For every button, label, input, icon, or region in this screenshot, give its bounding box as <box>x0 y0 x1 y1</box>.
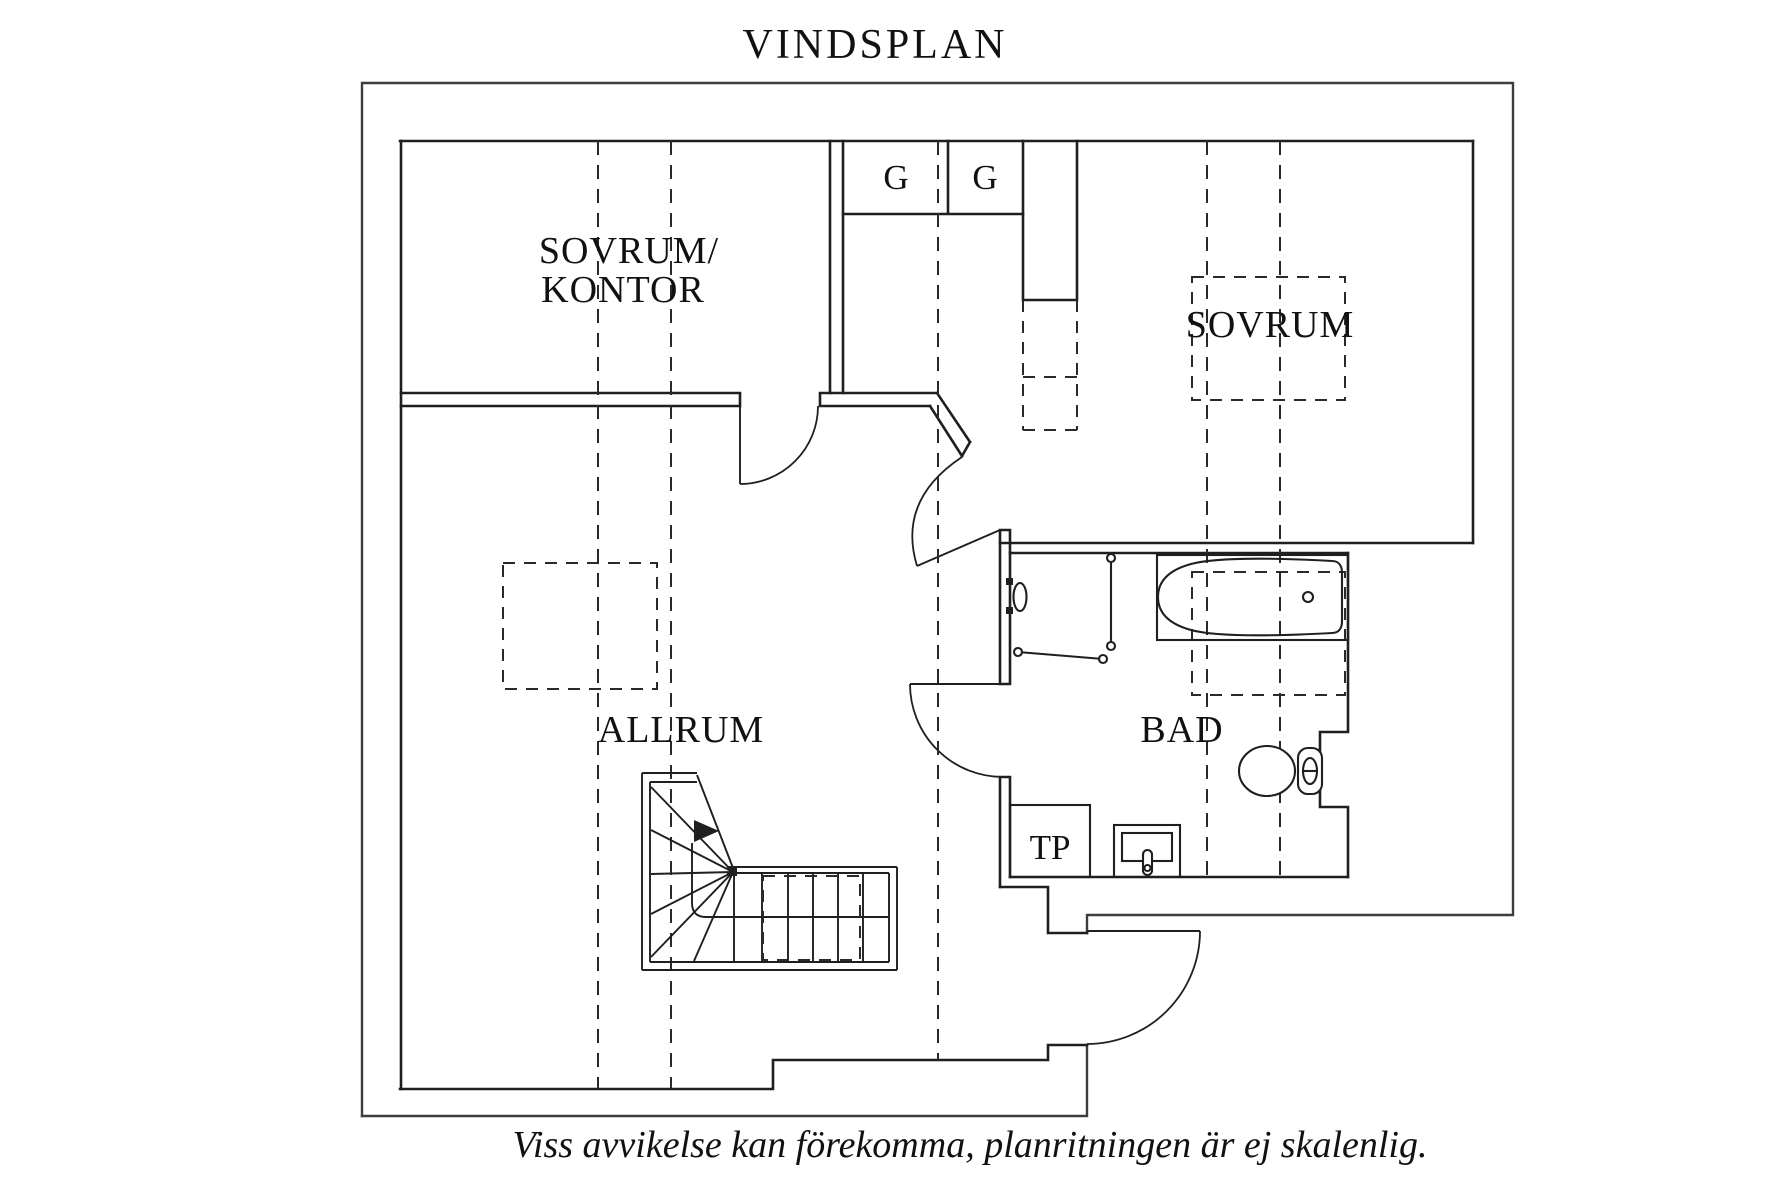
living-room-dashed-area <box>502 562 658 690</box>
wardrobe-label-right: G <box>972 158 997 197</box>
shower-head <box>1012 581 1028 613</box>
sink-icon <box>1112 823 1182 879</box>
wardrobe-label-left: G <box>883 158 908 197</box>
plan-title: VINDSPLAN <box>742 22 1007 68</box>
wall-angled <box>928 391 972 458</box>
door-swing-arc <box>911 456 963 567</box>
shower-glass-joint <box>1105 552 1117 564</box>
room-label-bedroom: SOVRUM <box>1186 304 1355 346</box>
room-labels: SOVRUM/ KONTOR SOVRUM ALLRUM BAD TP G G <box>539 158 1355 867</box>
sink-faucet-dot <box>1143 863 1152 873</box>
door-swing-arc <box>739 405 819 485</box>
staircase <box>641 772 898 971</box>
door-leaf <box>916 529 1001 567</box>
door-bedroom-office <box>739 405 819 485</box>
shaft-niche-walls <box>1021 139 1079 302</box>
room-label-bedroom-office-line1: SOVRUM/ <box>539 230 719 272</box>
stair-walk-line <box>691 843 733 918</box>
door-terrace <box>1086 930 1201 1045</box>
door-corridor <box>911 456 1001 567</box>
bathtub-basin <box>1156 557 1344 637</box>
wall-below-bathroom <box>998 885 1089 935</box>
stair-outer-border <box>641 772 898 971</box>
dashed-overlays <box>502 276 1346 696</box>
room-label-living-room: ALLRUM <box>598 709 764 751</box>
shower-door-panel <box>1017 650 1104 661</box>
shower-icon <box>1006 552 1117 665</box>
outline-top-right <box>360 81 1515 1118</box>
wall-bathroom-right <box>1318 551 1350 879</box>
doors <box>739 405 1201 1045</box>
bathroom-dashed-area <box>1191 571 1346 696</box>
bedroom-dashed-area <box>1191 276 1346 401</box>
stair-headroom-dashed <box>762 875 861 961</box>
wardrobe-walls <box>841 139 1025 216</box>
door-swing-arc <box>909 683 1004 778</box>
laundry-column-box <box>1008 803 1092 879</box>
room-label-laundry-column: TP <box>1030 828 1071 867</box>
outline-bottom-left <box>360 1043 1089 1118</box>
stair-direction-arrow-icon <box>694 820 719 842</box>
shaft-dashed-outline <box>1022 300 1078 431</box>
disclaimer-note: Viss avvikelse kan förekomma, planritnin… <box>513 1124 1428 1166</box>
wall-hall-bottom <box>818 391 939 408</box>
wall-bathroom-left-upper <box>998 528 1012 686</box>
wall-bottom-stepped <box>398 1043 1089 1091</box>
toilet-bowl <box>1237 744 1297 798</box>
bathtub-icon <box>1155 553 1350 642</box>
room-label-bathroom: BAD <box>1140 709 1223 751</box>
shower-door-joint <box>1012 646 1024 658</box>
shower-mount <box>1006 607 1013 614</box>
toilet-icon <box>1237 744 1324 798</box>
bathroom-fixtures <box>1006 552 1350 879</box>
sink-counter <box>1112 823 1182 879</box>
door-bathroom <box>909 683 1004 778</box>
wall-bathroom-left-lower <box>998 775 1012 889</box>
shower-door-joint <box>1097 653 1109 665</box>
shower-mount <box>1006 578 1013 585</box>
door-swing-arc <box>1086 930 1201 1045</box>
shower-glass-joint <box>1105 640 1117 652</box>
room-label-bedroom-office-line2: KONTOR <box>541 269 705 311</box>
wall-bedroom-office-bottom <box>399 391 742 408</box>
stair-stringer <box>696 774 734 869</box>
bathtub-drain <box>1301 590 1315 604</box>
stair-inner-border <box>649 781 890 963</box>
building-outline <box>360 81 1515 1118</box>
bathtub-outer <box>1155 553 1350 642</box>
wall-bathroom-top <box>998 541 1475 555</box>
